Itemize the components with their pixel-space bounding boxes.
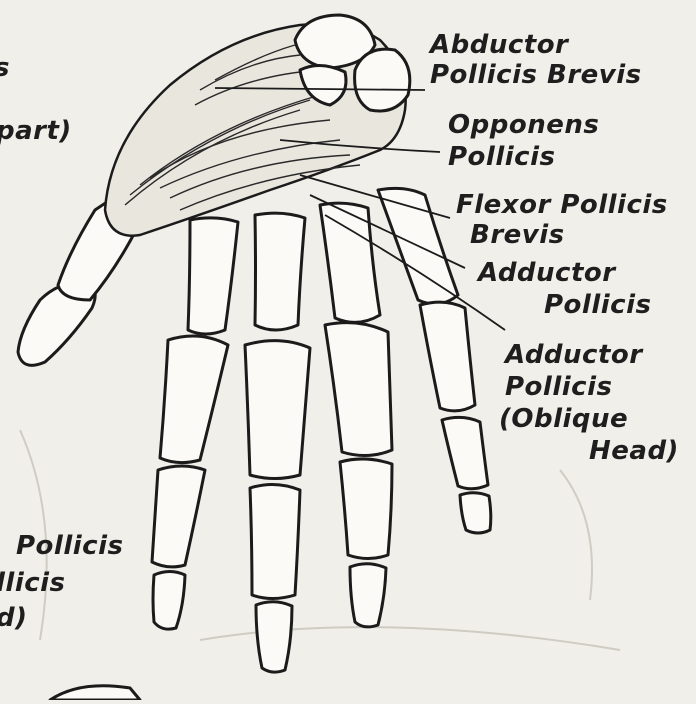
label-line: Adductor <box>505 342 679 368</box>
label-left-partial-3: Pollicis <box>16 533 123 559</box>
label-adductor-pollicis: Adductor Pollicis <box>478 260 651 318</box>
label-line: Adductor <box>478 260 651 286</box>
label-line: Opponens <box>448 112 599 138</box>
label-left-partial-5: d) <box>0 605 28 631</box>
label-left-partial-2: part) <box>0 118 72 144</box>
partial-bone-bottom <box>50 686 140 700</box>
label-line: Pollicis <box>448 144 599 170</box>
metacarpal-bones <box>188 188 458 334</box>
label-line: Pollicis Brevis <box>430 62 642 88</box>
label-adductor-pollicis-oblique-head: Adductor Pollicis (Oblique Head) <box>505 342 679 464</box>
label-flexor-pollicis-brevis: Flexor Pollicis Brevis <box>456 192 668 248</box>
distal-phalanges <box>153 493 491 672</box>
label-line: Abductor <box>430 32 642 58</box>
label-left-partial-4: llicis <box>0 570 66 596</box>
label-left-partial-1: s <box>0 55 10 81</box>
label-opponens-pollicis: Opponens Pollicis <box>448 112 599 170</box>
label-line: Flexor Pollicis <box>456 192 668 218</box>
label-line: Brevis <box>470 222 668 248</box>
label-line: Pollicis <box>505 374 679 400</box>
label-line: (Oblique <box>499 406 679 432</box>
label-line: Head) <box>589 438 679 464</box>
thenar-muscles <box>105 15 410 236</box>
label-line: Pollicis <box>544 292 651 318</box>
label-abductor-pollicis-brevis: Abductor Pollicis Brevis <box>430 32 642 88</box>
